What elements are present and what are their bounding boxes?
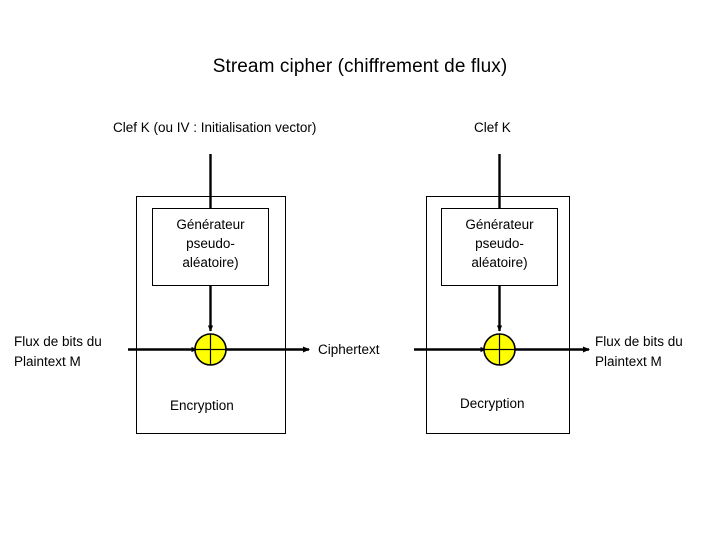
plaintext-input-line1: Flux de bits du bbox=[14, 334, 102, 349]
plaintext-output-line1: Flux de bits du bbox=[595, 334, 683, 349]
plaintext-input-line2: Plaintext M bbox=[14, 354, 81, 369]
generator-label-line2: pseudo- bbox=[475, 236, 524, 251]
decryption-section-frame bbox=[426, 196, 570, 434]
generator-label-line2: pseudo- bbox=[186, 236, 235, 251]
plaintext-output-label: Flux de bits du Plaintext M bbox=[595, 332, 683, 372]
generator-box-encryption: Générateur pseudo- aléatoire) bbox=[152, 208, 269, 286]
key-label-right: Clef K bbox=[474, 120, 511, 135]
page-title: Stream cipher (chiffrement de flux) bbox=[212, 56, 508, 77]
key-label-left: Clef K (ou IV : Initialisation vector) bbox=[113, 120, 317, 135]
ciphertext-label: Ciphertext bbox=[318, 342, 380, 357]
generator-label-line3: aléatoire) bbox=[471, 255, 528, 270]
decryption-caption: Decryption bbox=[460, 396, 525, 411]
plaintext-output-line2: Plaintext M bbox=[595, 354, 662, 369]
plaintext-input-label: Flux de bits du Plaintext M bbox=[14, 332, 102, 372]
encryption-caption: Encryption bbox=[170, 398, 234, 413]
generator-label-line3: aléatoire) bbox=[182, 255, 239, 270]
generator-label-line1: Générateur bbox=[176, 217, 245, 232]
generator-label-line1: Générateur bbox=[465, 217, 534, 232]
generator-box-decryption: Générateur pseudo- aléatoire) bbox=[441, 208, 558, 286]
